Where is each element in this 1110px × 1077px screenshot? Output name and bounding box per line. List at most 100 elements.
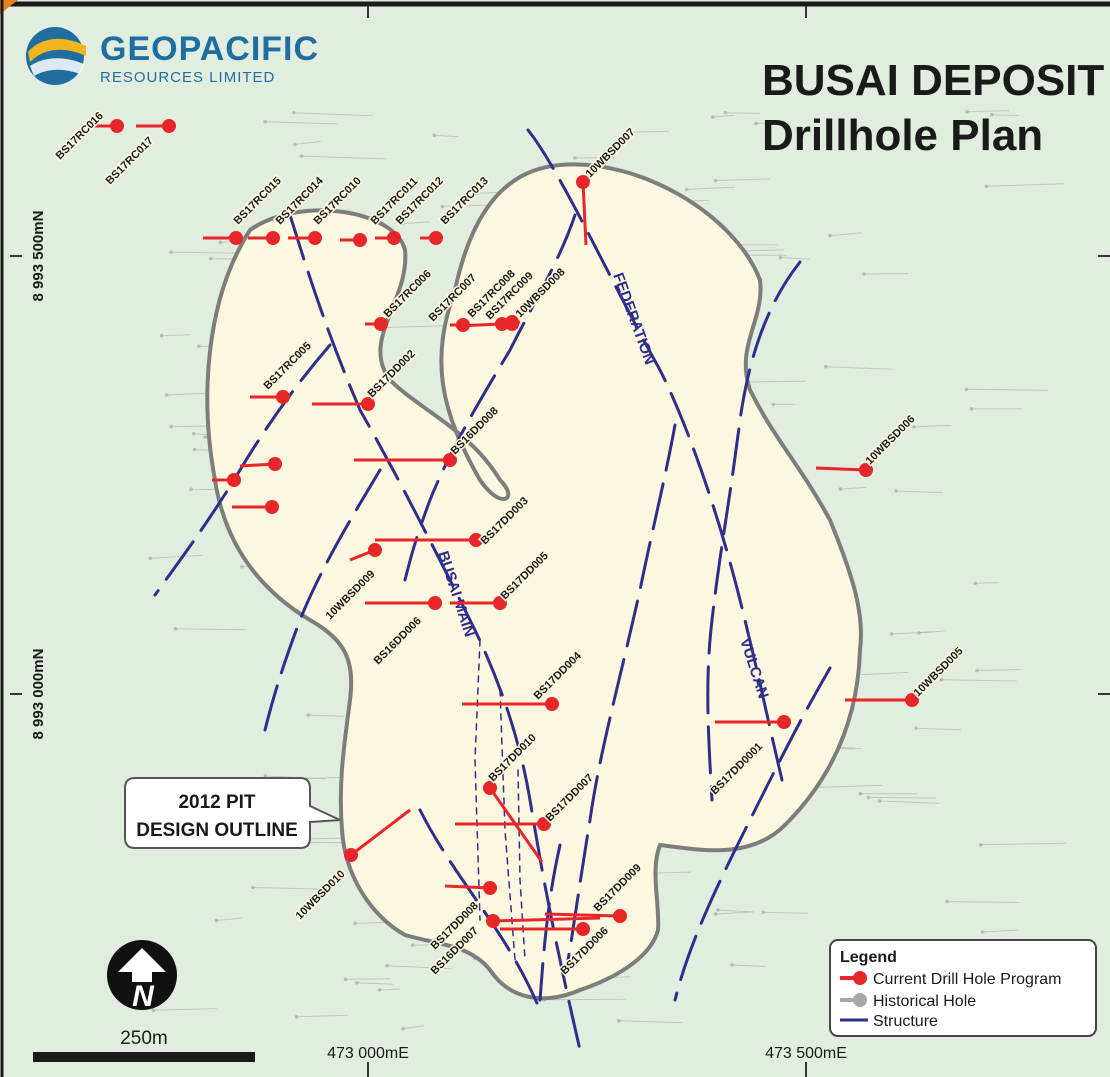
drill-hole-collar [162,119,176,133]
historical-hole-collar [914,726,918,730]
historical-hole-trace [966,388,1049,391]
historical-hole-collar [973,581,977,586]
historical-hole-collar [385,964,389,968]
historical-hole-collar [208,256,213,261]
historical-hole-collar [625,130,629,134]
historical-hole-collar [218,240,223,245]
drill-hole-collar [374,317,388,331]
logo-swoosh-icon [28,38,86,62]
historical-hole-collar [214,918,219,923]
drill-hole-collar [905,693,919,707]
legend-title: Legend [840,949,897,966]
historical-hole-collar [263,774,268,778]
callout-line-1: 2012 PIT [178,792,255,813]
historical-hole-trace [150,554,203,559]
easting-label-right: 473 500mE [765,1045,847,1062]
drill-hole-trace [544,912,621,918]
historical-hole-trace [975,582,998,584]
historical-hole-trace [976,669,1021,671]
historical-hole-collar [778,255,782,260]
historical-hole-trace [377,325,450,329]
historical-hole-trace [980,842,1066,846]
historical-hole-trace [715,178,771,181]
historical-hole-collar [197,344,201,349]
historical-hole-collar [838,487,843,491]
historical-hole-trace [725,112,760,114]
historical-hole-collar [978,843,983,847]
historical-hole-collar [189,487,193,492]
top-left-accent [0,0,18,14]
historical-hole-trace [264,121,338,125]
drill-hole-trace [455,322,503,328]
historical-hole-collar [711,115,715,119]
drill-hole-collar [613,909,627,923]
northing-label-upper: 8 993 500mN [30,211,47,302]
historical-hole-collar [306,713,311,717]
pit-design-callout: 2012 PIT DESIGN OUTLINE [124,777,341,849]
drill-hole-collar [483,781,497,795]
historical-hole-collar [969,407,974,411]
drill-hole-collar [368,543,382,557]
historical-hole-collar [824,364,828,369]
historical-hole-collar [250,885,255,890]
scale-bar-label: 250m [120,1028,168,1049]
drill-hole-trace [444,884,491,890]
structure-federation [526,128,784,782]
historical-hole-collar [716,908,720,912]
historical-hole-trace [712,114,735,118]
historical-hole-collar [151,1008,155,1012]
historical-hole-trace [986,183,1065,187]
historical-hole-collar [440,204,445,209]
historical-hole-trace [403,1025,425,1030]
historical-hole-trace [252,887,330,890]
drill-hole-trace [815,466,867,472]
historical-hole-collar [730,963,734,967]
historical-hole-collar [761,910,766,915]
drill-hole-collar [266,231,280,245]
historical-hole-collar [877,799,882,803]
drill-hole-collar [429,231,443,245]
historical-hole-trace [982,929,1019,933]
historical-hole-collar [866,795,871,800]
historical-hole-collar [169,250,173,254]
historical-hole-trace [829,232,862,237]
historical-hole-collar [912,425,916,429]
historical-hole-trace [915,727,962,731]
historical-hole-collar [939,677,944,682]
historical-hole-trace [175,628,245,631]
historical-hole-trace [895,490,943,494]
legend: Legend Current Drill Hole Program Histor… [829,939,1097,1037]
structure-thin-c [517,769,526,961]
historical-hole-trace [544,998,627,1001]
historical-hole-collar [164,393,169,397]
grid-ticks [10,6,1110,1077]
historical-hole-trace [780,256,810,260]
historical-hole-collar [293,142,297,147]
drill-hole-collar [576,175,590,189]
historical-hole-collar [771,402,776,407]
drill-hole-trace [492,916,601,923]
historical-hole-collar [858,791,863,796]
historical-hole-trace [434,134,459,138]
structure-western-south [263,468,382,732]
historical-hole-collar [400,221,404,226]
historical-hole-trace [913,424,952,428]
scale-bar: 250m [33,1028,255,1062]
legend-box [829,939,1097,1037]
historical-hole-collar [401,1026,406,1031]
historical-hole-trace [879,800,940,804]
company-subtitle: RESOURCES LIMITED [100,69,275,86]
historical-hole-trace [891,631,933,635]
historical-hole-collar [432,133,437,138]
historical-hole-trace [301,155,388,160]
drill-hole-trace [350,808,411,857]
map-subtitle: Drillhole Plan [762,111,1043,160]
drill-hole-collar [859,463,873,477]
historical-hole-trace [356,982,394,985]
drill-hole-collar [361,397,375,411]
historical-hole-collar [292,110,296,115]
historical-hole-collar [159,333,164,338]
historical-hole-trace [941,679,1017,682]
structure-thin-a [474,639,481,921]
structure-western-splay [153,343,332,597]
